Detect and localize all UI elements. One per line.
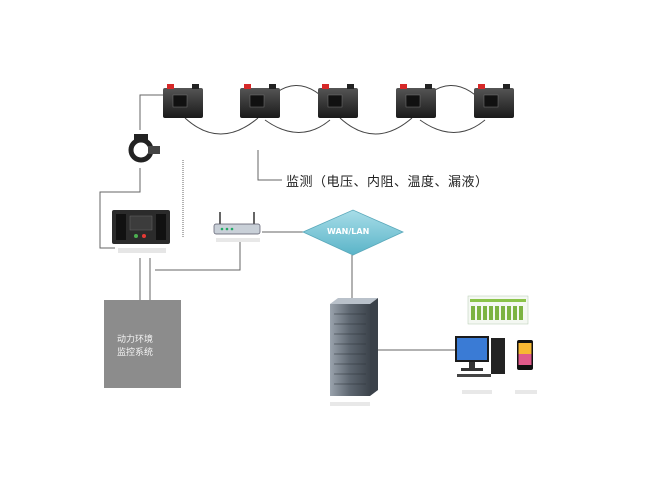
current-sensor-icon bbox=[128, 134, 160, 163]
env-box-label-1: 动力环境 bbox=[117, 335, 154, 345]
battery-2 bbox=[240, 84, 280, 118]
env-box-label-2: 监控系统 bbox=[117, 348, 154, 358]
wiring bbox=[99, 94, 455, 351]
collector-label-placeholder bbox=[118, 248, 166, 253]
battery-3 bbox=[318, 84, 358, 118]
phone-label-placeholder bbox=[515, 390, 537, 394]
monitor-label: 监测（电压、内阻、温度、漏液） bbox=[286, 175, 489, 190]
battery-4 bbox=[396, 84, 436, 118]
server-label-placeholder bbox=[330, 402, 370, 406]
collector-module-icon bbox=[112, 210, 170, 244]
wan-lan-node bbox=[302, 209, 404, 256]
router-icon bbox=[213, 212, 261, 235]
server-rack-icon bbox=[330, 298, 378, 396]
pc-label-placeholder bbox=[462, 390, 492, 394]
env-monitor-box bbox=[104, 300, 181, 388]
battery-1 bbox=[163, 84, 203, 118]
battery-5 bbox=[474, 84, 514, 118]
mobile-phone-icon bbox=[517, 340, 533, 370]
desktop-pc-icon bbox=[455, 336, 505, 377]
dashboard-thumbnail bbox=[467, 295, 529, 325]
battery-row bbox=[163, 84, 514, 118]
router-label-placeholder bbox=[216, 238, 260, 242]
wan-lan-label: WAN/LAN bbox=[327, 227, 370, 236]
